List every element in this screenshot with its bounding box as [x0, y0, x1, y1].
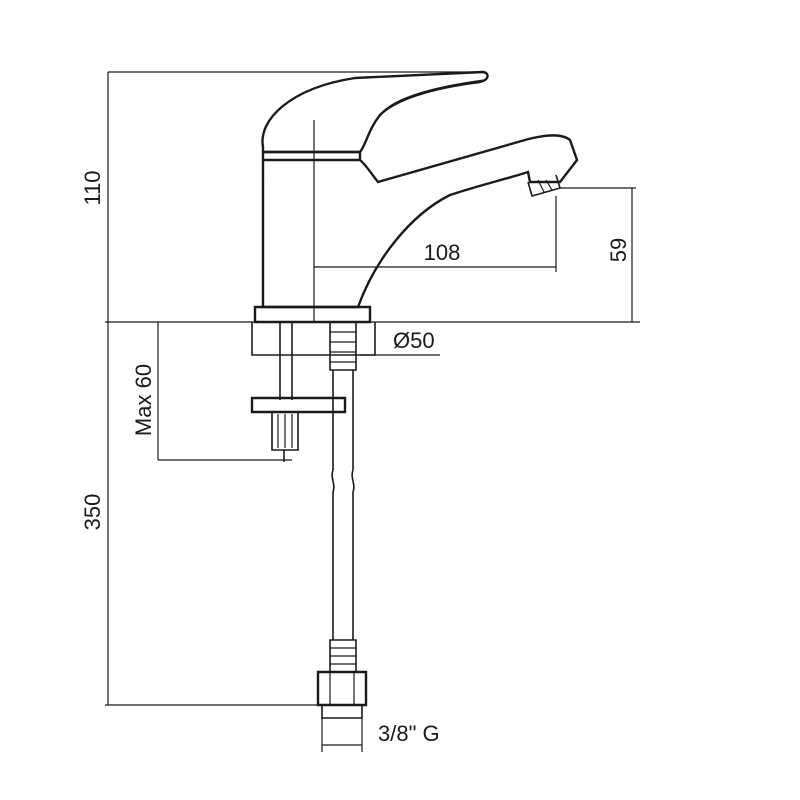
- label-59: 59: [606, 238, 631, 262]
- faucet-body: [261, 134, 579, 309]
- hose-end-thread: [321, 705, 363, 719]
- label-max-60: Max 60: [131, 364, 156, 436]
- body-collar: [261, 150, 362, 162]
- mounting-plate: [250, 396, 347, 414]
- aerator: [527, 174, 562, 197]
- aerator-mark: [537, 179, 545, 193]
- under-base: [251, 322, 376, 356]
- label-thread: 3/8" G: [378, 721, 440, 746]
- faucet-outline: [251, 70, 579, 356]
- label-350: 350: [80, 494, 105, 531]
- label-110: 110: [80, 170, 105, 205]
- hose-nut: [316, 670, 368, 707]
- base-flange: [253, 305, 372, 324]
- mounting-kit: [250, 322, 347, 462]
- label-diameter-50: Ø50: [393, 328, 435, 353]
- flexible-hose: [316, 321, 368, 719]
- mounting-nut: [271, 411, 299, 451]
- lever-handle: [261, 70, 489, 154]
- hose-top-fitting: [329, 321, 357, 371]
- handle-underline: [379, 79, 486, 116]
- aerator-mark: [545, 179, 553, 191]
- dimension-labels: 110 108 59 Ø50 Max 60 350 3/8" G: [80, 170, 631, 746]
- dimension-lines: [105, 71, 640, 752]
- hose-line: [331, 370, 355, 640]
- label-108: 108: [424, 240, 461, 265]
